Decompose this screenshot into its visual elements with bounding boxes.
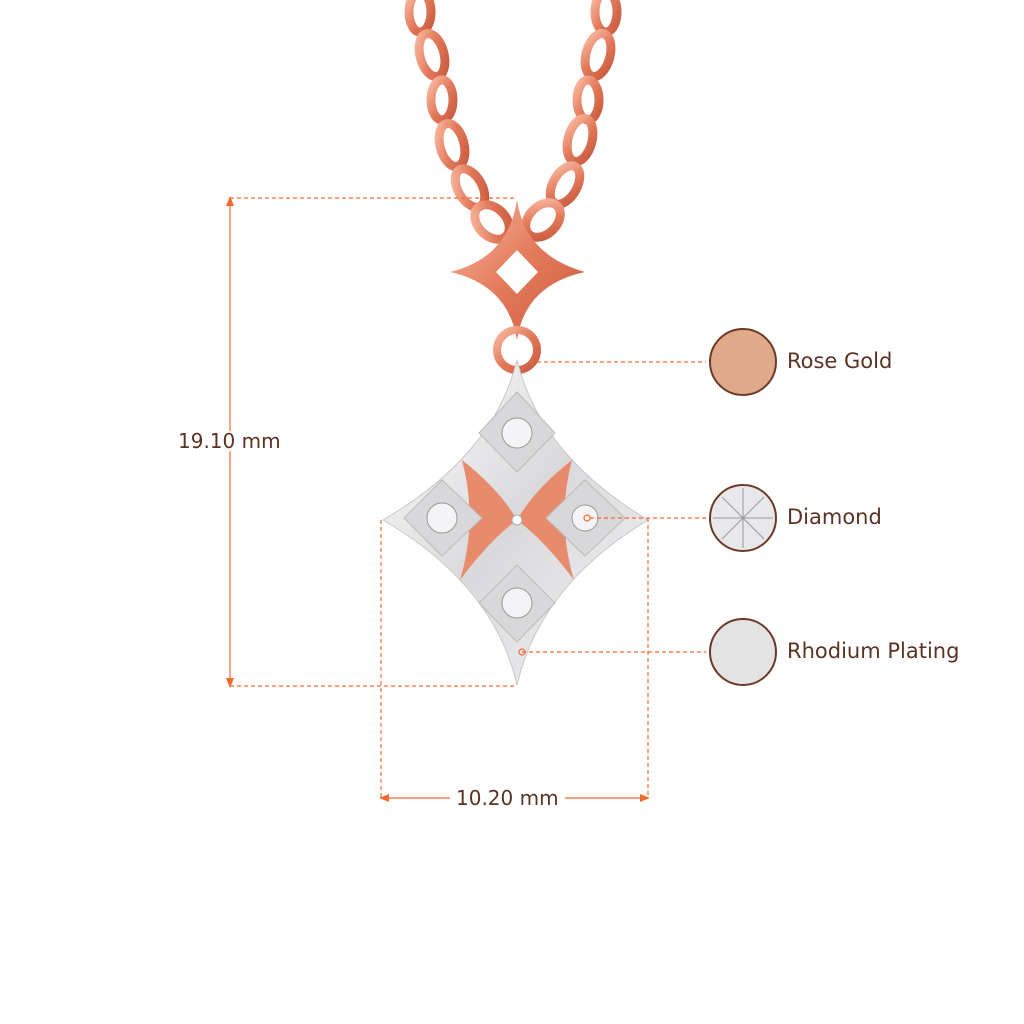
width-dimension-label: 10.20 mm	[450, 788, 565, 808]
diamond-swatch	[709, 484, 777, 552]
rose-gold-swatch	[709, 328, 777, 396]
material-label-rhodium: Rhodium Plating	[787, 639, 960, 663]
pendant-star	[382, 359, 649, 686]
material-label-diamond: Diamond	[787, 505, 882, 529]
material-label-rose-gold: Rose Gold	[787, 349, 893, 373]
rhodium-swatch	[709, 618, 777, 686]
chain	[404, 0, 622, 244]
height-dimension-label: 19.10 mm	[172, 431, 287, 451]
arrowheads	[226, 196, 650, 802]
